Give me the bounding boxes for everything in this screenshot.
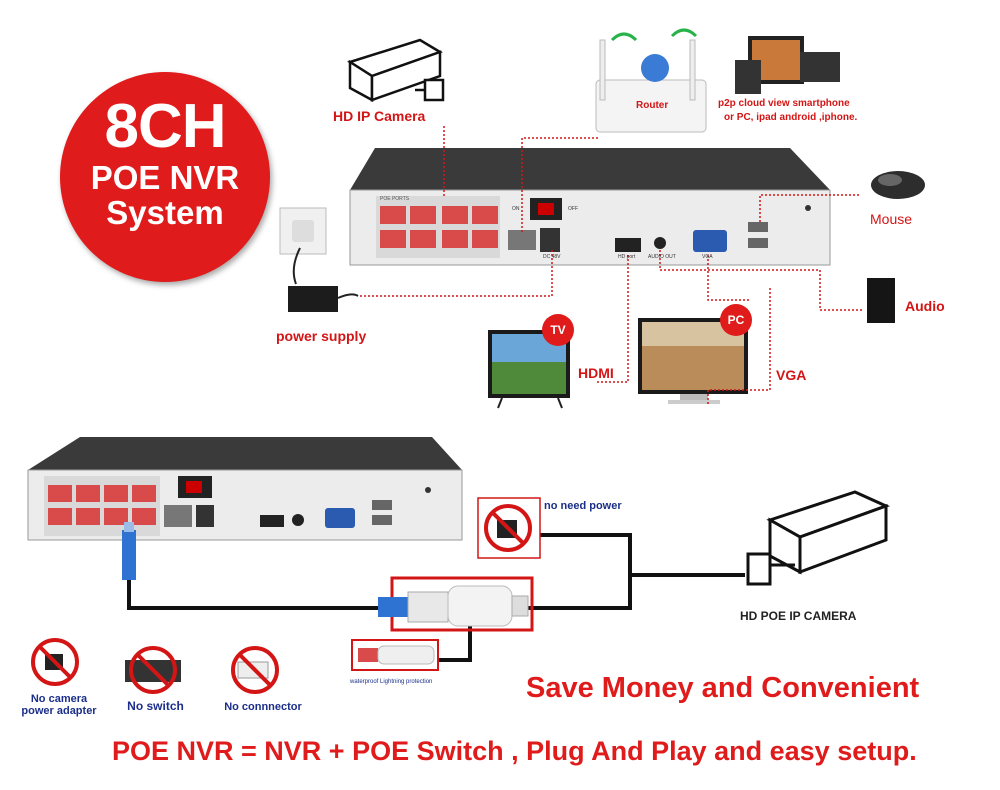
hd-port-label-top: HD port: [618, 254, 636, 260]
p2p-line-1: p2p cloud view smartphone: [718, 98, 850, 109]
vga-label: VGA: [776, 367, 807, 383]
top-connectors: [360, 126, 862, 404]
no-adapter-caption: No camera power adapter: [14, 693, 104, 717]
devices-image: [735, 36, 840, 94]
pc-tag: PC: [720, 304, 752, 336]
dc-label-top: DC 48V: [543, 254, 561, 260]
product-badge: 8CH POE NVR System: [60, 72, 270, 282]
vga-port-label-top: VGA: [702, 254, 713, 260]
nvr-bottom: [27, 437, 463, 541]
no-connector-icon: [231, 646, 279, 694]
hd-ip-camera-label: HD IP Camera: [333, 108, 426, 124]
p2p-line-2: or PC, ipad android ,iphone.: [724, 112, 858, 123]
router-image: [595, 28, 707, 133]
blue-plug: [122, 522, 136, 580]
off-label-top: OFF: [568, 206, 578, 212]
power-socket-image: [279, 207, 359, 312]
waterproof-connector: [378, 585, 529, 627]
waterproof-label: waterproof Lightning protection: [350, 679, 433, 685]
poe-cables: [127, 533, 745, 662]
badge-line-1: 8CH: [104, 92, 226, 161]
speaker-image: [867, 278, 895, 323]
no-switch-icon: [125, 646, 181, 694]
mouse-label: Mouse: [870, 211, 913, 227]
camera-bottom: [746, 490, 890, 586]
badge-line-2: POE NVR: [90, 159, 240, 196]
nvr-top: [349, 148, 831, 266]
hd-poe-camera-label: HD POE IP CAMERA: [740, 609, 857, 623]
no-connector-caption: No connnector: [224, 701, 302, 713]
audio-label: Audio: [905, 298, 945, 314]
no-adapter-caption-2: power adapter: [21, 705, 97, 717]
poe-ports-label-top: POE PORTS: [380, 196, 410, 202]
headline: Save Money and Convenient: [526, 672, 920, 704]
camera-top: [347, 38, 445, 103]
no-power-icon: [477, 497, 541, 559]
hdmi-label: HDMI: [578, 365, 614, 381]
no-need-power-label: no need power: [544, 500, 622, 512]
power-supply-label: power supply: [276, 328, 367, 344]
mouse-image: [871, 171, 925, 199]
router-label: Router: [636, 100, 669, 111]
waterproof-small-image: [351, 639, 439, 671]
tv-tag: TV: [542, 314, 574, 346]
on-label-top: ON: [512, 206, 520, 212]
subheadline: POE NVR = NVR + POE Switch , Plug And Pl…: [112, 736, 917, 766]
audio-out-label-top: AUDIO OUT: [648, 254, 676, 260]
no-adapter-caption-1: No camera: [30, 693, 88, 705]
no-switch-caption: No switch: [127, 699, 184, 713]
no-adapter-icon: [31, 638, 79, 686]
badge-line-3: System: [106, 194, 224, 231]
